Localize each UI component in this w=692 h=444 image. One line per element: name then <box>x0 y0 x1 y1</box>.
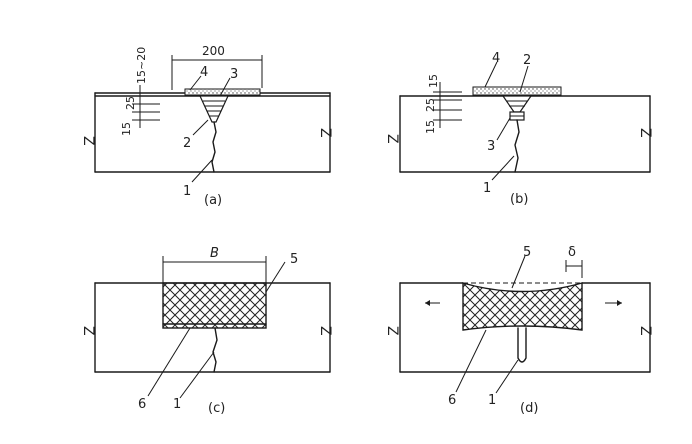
callout-1: 1 <box>488 393 496 408</box>
crack <box>514 119 520 173</box>
dim-width: 200 <box>202 44 225 58</box>
panel-d: Z Z δ 5 6 1 (d) <box>384 245 653 416</box>
caption-d: (d) <box>520 401 538 416</box>
callout-5: 5 <box>290 252 298 267</box>
callout-1: 1 <box>483 181 491 196</box>
break-mark-left: Z <box>80 326 96 336</box>
dim-low: 15 <box>424 120 437 134</box>
callout-6: 6 <box>138 397 146 412</box>
crack <box>212 327 218 373</box>
callout-4: 4 <box>200 65 208 80</box>
crack <box>211 121 217 173</box>
panel-a: Z Z 200 15~20 25 15 4 3 2 1 (a) <box>80 44 333 208</box>
callout-4: 4 <box>492 51 500 66</box>
dim-mid: 25 <box>424 98 437 112</box>
callout-2: 2 <box>523 53 531 68</box>
callout-3: 3 <box>487 139 495 154</box>
break-mark-left: Z <box>80 136 96 146</box>
caption-b: (b) <box>510 192 528 207</box>
caption-a: (a) <box>204 193 222 208</box>
repair-fill <box>162 282 267 329</box>
dim-gap: δ <box>568 245 576 260</box>
dim-top: 15~20 <box>135 47 148 84</box>
break-mark-right: Z <box>637 326 653 336</box>
break-mark-left: Z <box>384 134 400 144</box>
overlay-strip <box>472 86 562 96</box>
panel-b: Z Z 15 25 15 4 2 3 1 (b) <box>384 51 653 207</box>
break-mark-right: Z <box>637 128 653 138</box>
caption-c: (c) <box>208 401 225 416</box>
callout-3: 3 <box>230 67 238 82</box>
callout-5: 5 <box>523 245 531 260</box>
dim-top: 15 <box>427 74 440 88</box>
callout-6: 6 <box>448 393 456 408</box>
break-mark-right: Z <box>317 128 333 138</box>
repair-fill <box>462 282 583 331</box>
dim-width: B <box>210 246 219 261</box>
panel-c: Z Z B 5 6 1 (c) <box>80 246 333 416</box>
dim-low: 15 <box>120 122 133 136</box>
crack <box>517 327 527 363</box>
callout-1: 1 <box>183 184 191 199</box>
break-mark-left: Z <box>384 326 400 336</box>
break-mark-right: Z <box>317 326 333 336</box>
callout-2: 2 <box>183 136 191 151</box>
dim-mid: 25 <box>124 96 137 110</box>
v-seal <box>501 95 533 113</box>
callout-1: 1 <box>173 397 181 412</box>
v-seal <box>199 95 229 123</box>
